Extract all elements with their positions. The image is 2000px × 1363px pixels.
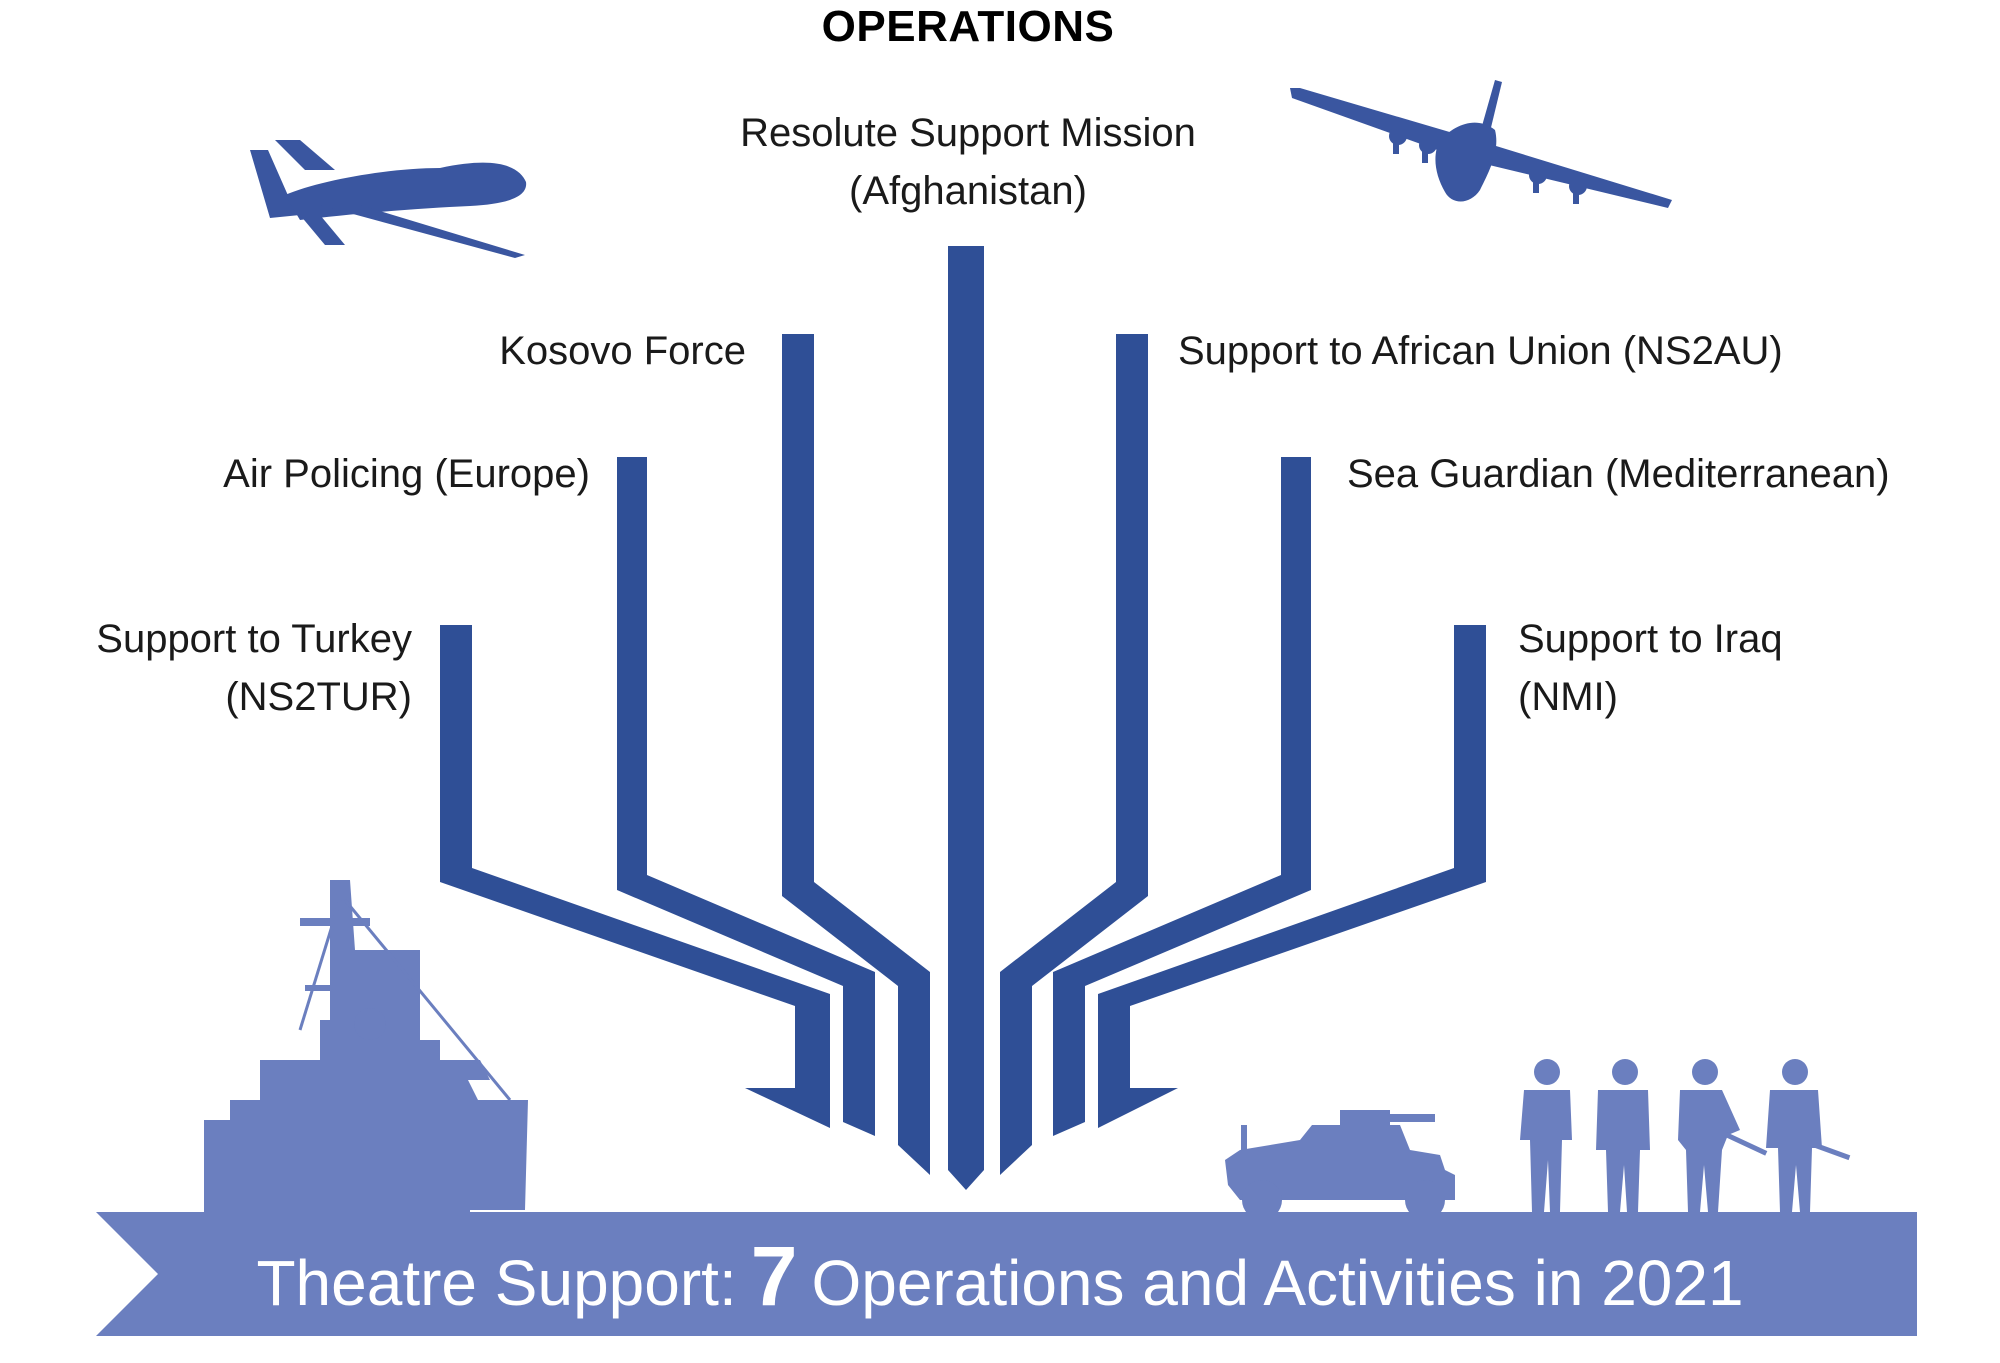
label-kosovo-force: Kosovo Force — [499, 329, 746, 373]
label-iraq-line1: Support to Iraq — [1518, 617, 1783, 661]
arrow-african-union — [1000, 334, 1148, 1175]
transport-plane-icon — [1290, 80, 1672, 208]
banner-suffix: Operations and Activities in 2021 — [811, 1247, 1744, 1319]
label-resolute-line2: (Afghanistan) — [849, 169, 1087, 213]
humvee-icon — [1225, 1110, 1455, 1220]
label-turkey-line2: (NS2TUR) — [225, 675, 412, 719]
label-support-iraq: Support to Iraq (NMI) — [1518, 610, 1938, 726]
banner-ribbon — [96, 1212, 1917, 1336]
ship-icon — [204, 880, 528, 1213]
label-african-union: Support to African Union (NS2AU) — [1178, 329, 1783, 373]
arrow-center — [948, 246, 984, 1190]
banner-prefix: Theatre Support: — [256, 1247, 737, 1319]
soldiers-icon — [1520, 1059, 1851, 1212]
arrow-air-policing — [617, 457, 875, 1136]
label-air-policing: Air Policing (Europe) — [223, 452, 590, 496]
label-resolute-line1: Resolute Support Mission — [740, 111, 1196, 155]
arrow-kosovo — [782, 334, 930, 1175]
label-iraq-line2: (NMI) — [1518, 675, 1618, 719]
banner-count: 7 — [750, 1229, 798, 1323]
page-title: OPERATIONS — [821, 2, 1115, 51]
label-support-turkey: Support to Turkey (NS2TUR) — [60, 610, 412, 726]
label-sea-guardian: Sea Guardian (Mediterranean) — [1347, 452, 1890, 496]
drone-icon — [250, 140, 527, 258]
label-turkey-line1: Support to Turkey — [96, 617, 412, 661]
label-resolute-support: Resolute Support Mission (Afghanistan) — [700, 104, 1236, 220]
arrow-sea-guardian — [1053, 457, 1311, 1136]
